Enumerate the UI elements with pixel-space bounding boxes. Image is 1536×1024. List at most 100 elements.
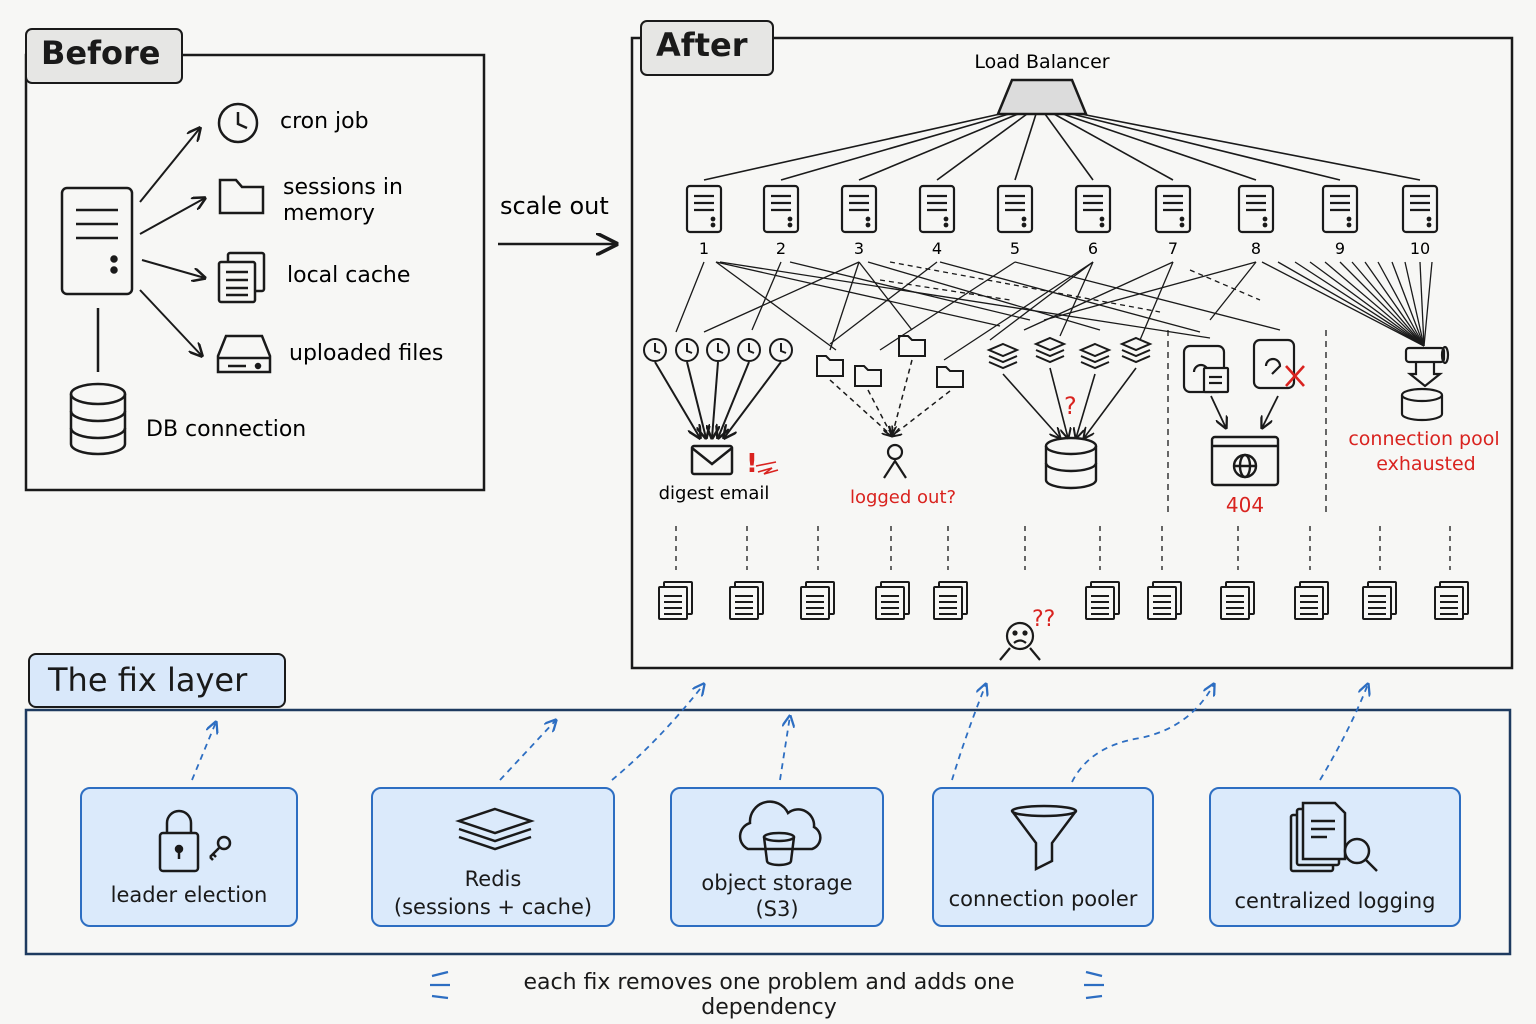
clock-icon — [737, 338, 761, 362]
server-icon — [1074, 184, 1112, 234]
server-icon — [60, 186, 134, 372]
clock-icon — [217, 102, 259, 144]
server-icon — [762, 184, 800, 234]
server-icon — [1154, 184, 1192, 234]
server-icon — [1321, 184, 1359, 234]
pool-db-icon — [1400, 387, 1444, 422]
dependency-arrow-5 — [1319, 684, 1368, 781]
arrow-to-cache — [141, 259, 205, 278]
not-found-label: 404 — [1226, 493, 1264, 517]
fix-layer-caption: each fix removes one problem and adds on… — [523, 970, 1015, 1020]
fix-label-line1: Redis — [464, 867, 522, 891]
layers-icon — [455, 807, 535, 851]
before-frame — [24, 53, 486, 492]
server-number: 8 — [1251, 239, 1261, 258]
log-file-icon — [729, 581, 764, 620]
cache-question-mark: ? — [1064, 392, 1077, 420]
log-file-icon — [933, 581, 968, 620]
fix-label-line2: (S3) — [755, 897, 799, 921]
confused-face-icon — [999, 621, 1041, 661]
folder-icon — [854, 365, 882, 387]
log-file-icon — [1434, 581, 1469, 620]
db-connection-label: DB connection — [146, 417, 306, 442]
server-icon — [996, 184, 1034, 234]
after-title: After — [640, 20, 774, 76]
arrow-to-files — [139, 289, 202, 356]
lock-key-icon — [158, 809, 232, 873]
fix-label: connection pooler — [948, 887, 1138, 911]
arrow-to-cron — [139, 128, 200, 203]
envelope-icon — [690, 444, 734, 476]
dependency-arrow-1 — [191, 722, 216, 781]
arrow-to-sessions — [139, 198, 205, 235]
double-question-mark: ?? — [1032, 607, 1055, 632]
server-number: 3 — [854, 239, 864, 258]
server-number: 6 — [1088, 239, 1098, 258]
clock-icon — [643, 338, 667, 362]
folder-icon — [816, 355, 844, 377]
server-number: 10 — [1410, 239, 1430, 258]
server-number: 7 — [1168, 239, 1178, 258]
pool-exhausted-line1: connection pool — [1348, 428, 1499, 450]
after-frame — [630, 36, 1514, 670]
log-file-icon — [875, 581, 910, 620]
fix-layer-title: The fix layer — [28, 653, 286, 708]
sessions-label-line1: sessions in — [283, 175, 403, 200]
dependency-arrow-4a — [951, 684, 986, 781]
fix-leader-election[interactable]: leader election — [80, 787, 298, 927]
dependency-arrow-2b — [611, 684, 704, 781]
fix-redis[interactable]: Redis (sessions + cache) — [371, 787, 615, 927]
fix-object-storage[interactable]: object storage (S3) — [670, 787, 884, 927]
log-file-icon — [1294, 581, 1329, 620]
fix-connection-pooler[interactable]: connection pooler — [932, 787, 1154, 927]
load-balancer-label: Load Balancer — [974, 51, 1109, 73]
server-number: 5 — [1010, 239, 1020, 258]
missing-file-device-icon — [1252, 338, 1296, 390]
caption-mark-right — [1084, 970, 1104, 1000]
logs-search-icon — [1289, 801, 1378, 873]
clock-icon — [706, 338, 730, 362]
server-icon — [685, 184, 723, 234]
database-icon — [69, 382, 127, 456]
dependency-arrow-4b — [1071, 684, 1214, 783]
fix-label: leader election — [110, 883, 268, 907]
disk-icon — [216, 334, 272, 374]
caption-mark-left — [430, 970, 450, 1000]
stack-icon — [1119, 336, 1153, 364]
log-file-icon — [658, 581, 693, 620]
server-number: 9 — [1335, 239, 1345, 258]
log-file-icon — [1220, 581, 1255, 620]
clock-icon — [675, 338, 699, 362]
logged-out-label: logged out? — [850, 487, 956, 508]
exclaim-mark: ! — [746, 449, 758, 479]
clock-icon — [769, 338, 793, 362]
fix-centralized-logging[interactable]: centralized logging — [1209, 787, 1461, 927]
shared-db-icon — [1044, 436, 1098, 490]
fix-label-line2: (sessions + cache) — [393, 895, 593, 919]
dependency-arrow-3 — [779, 716, 790, 781]
server-number: 1 — [699, 239, 709, 258]
pool-exhausted-line2: exhausted — [1376, 453, 1475, 475]
sessions-label-line2: memory — [283, 201, 375, 226]
stack-icon — [986, 342, 1020, 370]
log-file-icon — [1362, 581, 1397, 620]
red-x-icon — [1285, 365, 1305, 387]
folder-icon — [936, 366, 964, 388]
log-file-icon — [800, 581, 835, 620]
server-icon — [840, 184, 878, 234]
file-device-icon — [1182, 344, 1230, 394]
person-icon — [883, 443, 907, 479]
server-icon — [1237, 184, 1275, 234]
documents-icon — [217, 251, 266, 304]
server-number: 2 — [776, 239, 786, 258]
scribble-mark — [755, 461, 779, 475]
cloud-bucket-icon — [738, 800, 822, 867]
server-number: 4 — [932, 239, 942, 258]
dependency-arrow-2a — [499, 720, 556, 781]
before-title: Before — [25, 28, 183, 84]
digest-email-label: digest email — [659, 483, 770, 504]
pipe-valve-icon — [1404, 345, 1450, 388]
stack-icon — [1033, 336, 1067, 364]
log-file-icon — [1085, 581, 1120, 620]
